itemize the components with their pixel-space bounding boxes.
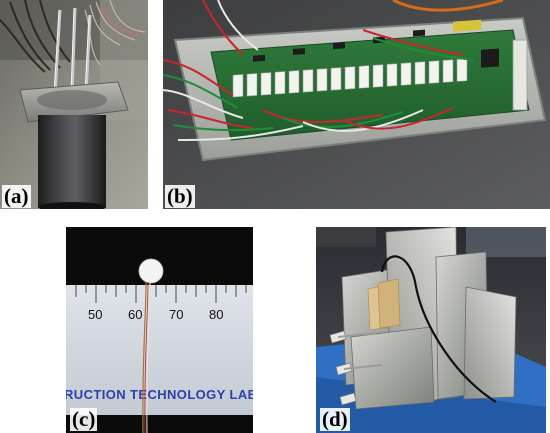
panel-a-label: (a) bbox=[2, 184, 31, 208]
panel-a-photo bbox=[0, 0, 148, 209]
panel-b-label: (b) bbox=[165, 184, 195, 208]
panel-a: (a) bbox=[0, 0, 148, 209]
panel-d: (d) bbox=[316, 227, 546, 433]
panel-b-photo bbox=[163, 0, 550, 209]
ruler bbox=[66, 285, 253, 415]
ruler-number-70: 70 bbox=[169, 307, 183, 322]
panel-c-label: (c) bbox=[70, 407, 98, 431]
sensor-disc bbox=[138, 258, 164, 284]
panel-c-photo: 50 60 70 80 RUCTION TECHNOLOGY LABORATO bbox=[66, 227, 253, 433]
panel-d-label: (d) bbox=[320, 407, 350, 431]
ruler-number-60: 60 bbox=[128, 307, 142, 322]
ruler-number-50: 50 bbox=[88, 307, 102, 322]
ruler-number-80: 80 bbox=[209, 307, 223, 322]
panel-d-photo bbox=[316, 227, 546, 433]
ruler-caption: RUCTION TECHNOLOGY LABORATO bbox=[66, 387, 253, 402]
panel-c: 50 60 70 80 RUCTION TECHNOLOGY LABORATO … bbox=[66, 227, 253, 433]
panel-b: (b) bbox=[163, 0, 550, 209]
